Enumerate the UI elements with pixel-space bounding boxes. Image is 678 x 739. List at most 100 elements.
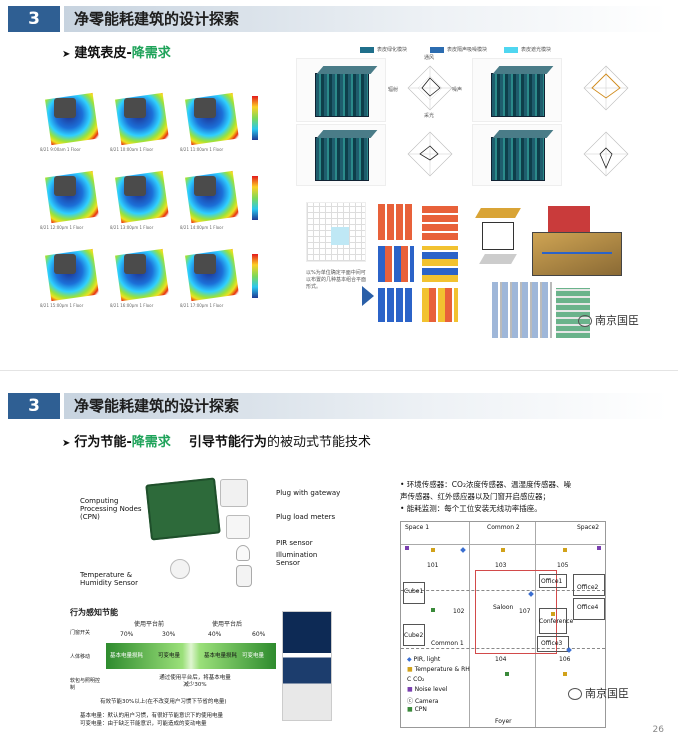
label-pir: PIR sensor <box>276 539 313 547</box>
radar-axis-left: 辐射 <box>388 87 399 93</box>
radar-chart-1 <box>407 65 453 111</box>
heatmap-cell: 8/21 14:00pm 1 Floor <box>180 168 242 230</box>
variable-load-right: 可变电量 <box>242 653 265 659</box>
slide-title: 净零能耗建筑的设计探索 <box>74 10 240 28</box>
room-label: Foyer <box>495 718 512 725</box>
label-cpn: Computing Processing Nodes (CPN) <box>80 497 142 521</box>
header-bar <box>64 6 668 32</box>
radar-axis-top: 通风 <box>424 55 435 61</box>
pct-before-2: 30% <box>162 631 176 638</box>
legend-co2: C CO₂ <box>407 676 425 683</box>
envelope-model-1 <box>296 58 386 122</box>
before-label: 使用平台前 <box>134 621 165 628</box>
legend-acoustic: 表皮隔声吸噪模块 <box>430 46 487 53</box>
legend-noise: ■ Noise level <box>407 686 448 693</box>
room-label: Space 1 <box>405 524 430 531</box>
middle-note: 通过使用平台后，将基本电量减少30% <box>159 675 231 688</box>
color-scale-bar <box>252 96 258 140</box>
pct-before-1: 70% <box>120 631 134 638</box>
arrow-icon: ➤ <box>62 49 71 60</box>
app-screenshots <box>282 611 332 721</box>
section-number: 3 <box>8 393 60 419</box>
radar-axis-right: 噪声 <box>452 87 463 93</box>
color-scale-bar <box>252 254 258 298</box>
slide-building-envelope: 3 净零能耗建筑的设计探索 ➤建筑表皮-降需求 8/21 9:00am 1 Fl… <box>0 0 678 368</box>
room-label: 104 <box>495 656 507 663</box>
radar-chart-4 <box>583 131 629 177</box>
icon-label-motion: 人体移动 <box>70 654 91 660</box>
bullet-2: • 能耗监测：每个工位安装无线功率插座。 <box>400 504 542 513</box>
heatmap-cell: 8/21 13:00pm 1 Floor <box>110 168 172 230</box>
watermark: 南京国臣 <box>578 312 639 328</box>
heatmap-cell: 8/21 15:00pm 1 Floor <box>40 246 102 308</box>
page-number: 26 <box>652 725 664 735</box>
heatmap-cell: 8/21 16:00pm 1 Floor <box>110 246 172 308</box>
room-label: 106 <box>559 656 571 663</box>
heatmap-cell: 8/21 11:00am 1 Floor <box>180 90 242 152</box>
watermark: 南京国臣 <box>568 685 629 701</box>
slide-header: 3 净零能耗建筑的设计探索 <box>8 6 668 32</box>
room-label: Office3 <box>541 640 563 647</box>
legend-pir: ◆ PIR, light <box>407 656 441 663</box>
bullet-1: • 环境传感器：CO₂浓度传感器、温湿度传感器、噪 <box>400 480 571 489</box>
variable-load-left: 可变电量 <box>158 653 181 659</box>
module-patterns <box>378 204 464 324</box>
room-label: Space2 <box>577 524 600 531</box>
label-temp-humidity: Temperature & Humidity Sensor <box>80 571 138 587</box>
room-label: Office4 <box>577 604 599 611</box>
base-load-left: 基本电量损耗 <box>110 653 144 659</box>
bottom-note: 有效节能30%以上(在不改变用户习惯下节省的电量) <box>100 699 227 705</box>
color-scale-bar <box>252 176 258 220</box>
room-label: Office1 <box>541 578 563 585</box>
room-label: Conference <box>539 618 574 625</box>
slide-header: 3 净零能耗建筑的设计探索 <box>8 393 668 419</box>
heatmap-cell: 8/21 12:00pm 1 Floor <box>40 168 102 230</box>
heatmap-cell: 8/21 17:00pm 1 Floor <box>180 246 242 308</box>
heatmap-cell: 8/21 9:00am 1 Floor <box>40 90 102 152</box>
slide-behavior-energy: 3 净零能耗建筑的设计探索 ➤行为节能-降需求 引导节能行为的被动式节能技术 C… <box>0 370 678 739</box>
room-label: 103 <box>495 562 507 569</box>
sensor-device-photo <box>140 475 280 603</box>
header-bar <box>64 393 668 419</box>
label-illumination: Illumination Sensor <box>276 551 318 567</box>
radar-chart-3 <box>583 65 629 111</box>
room-label: Common 1 <box>431 640 464 647</box>
grid-caption: 以%为单位确定平面中间可以布置的几种基本组合平面形式。 <box>306 270 367 290</box>
legend-green: 表皮绿化模块 <box>360 46 407 53</box>
room-label: Cube1 <box>404 588 424 595</box>
label-gateway: Plug with gateway <box>276 489 341 497</box>
pct-after-2: 60% <box>252 631 266 638</box>
room-label: Saloon <box>493 604 514 611</box>
slide-subtitle: ➤建筑表皮-降需求 <box>62 46 171 61</box>
after-label: 使用平台后 <box>212 621 243 628</box>
arrow-right-icon <box>362 286 374 306</box>
chart-title: 行为感知节能 <box>70 608 118 617</box>
bullet-1-cont: 声传感器、红外感应器以及门窗开启感应器； <box>400 492 550 501</box>
footnote-2: 可变电量：由于缺乏节能意识，可能造成的变动电量 <box>80 721 207 727</box>
envelope-model-3 <box>472 58 562 122</box>
wechat-icon <box>578 315 592 327</box>
label-load-meters: Plug load meters <box>276 513 336 521</box>
legend-temp: ■ Temperature & RH <box>407 666 470 673</box>
arrow-icon: ➤ <box>62 438 71 449</box>
base-load-right: 基本电量损耗 <box>204 653 238 659</box>
room-label: Cube2 <box>404 632 424 639</box>
behavior-energy-chart: 行为感知节能 使用平台前 使用平台后 70% 30% 40% 60% 基本电量损… <box>70 607 280 727</box>
radar-chart-2 <box>407 131 453 177</box>
envelope-model-2 <box>296 124 386 186</box>
room-label: Office2 <box>577 584 599 591</box>
heatmap-panel: 8/21 9:00am 1 Floor 8/21 10:00am 1 Floor… <box>30 84 280 324</box>
structure-models <box>472 202 668 342</box>
room-label: 107 <box>519 608 531 615</box>
slide-subtitle: ➤行为节能-降需求 引导节能行为的被动式节能技术 <box>62 435 371 450</box>
icon-label-door: 门窗开关 <box>70 630 91 636</box>
radar-axis-bottom: 采光 <box>424 113 435 119</box>
planning-grid <box>306 202 366 262</box>
room-label: 105 <box>557 562 569 569</box>
icon-label-lighting: 软包与照明控制 <box>70 678 101 691</box>
heatmap-cell: 8/21 10:00am 1 Floor <box>110 90 172 152</box>
pct-after-1: 40% <box>208 631 222 638</box>
footnote-1: 基本电量：默认的用户习惯，有很好节能意识下的使用电量 <box>80 713 224 719</box>
legend-cpn: ■ CPN <box>407 706 427 713</box>
room-label: Common 2 <box>487 524 520 531</box>
